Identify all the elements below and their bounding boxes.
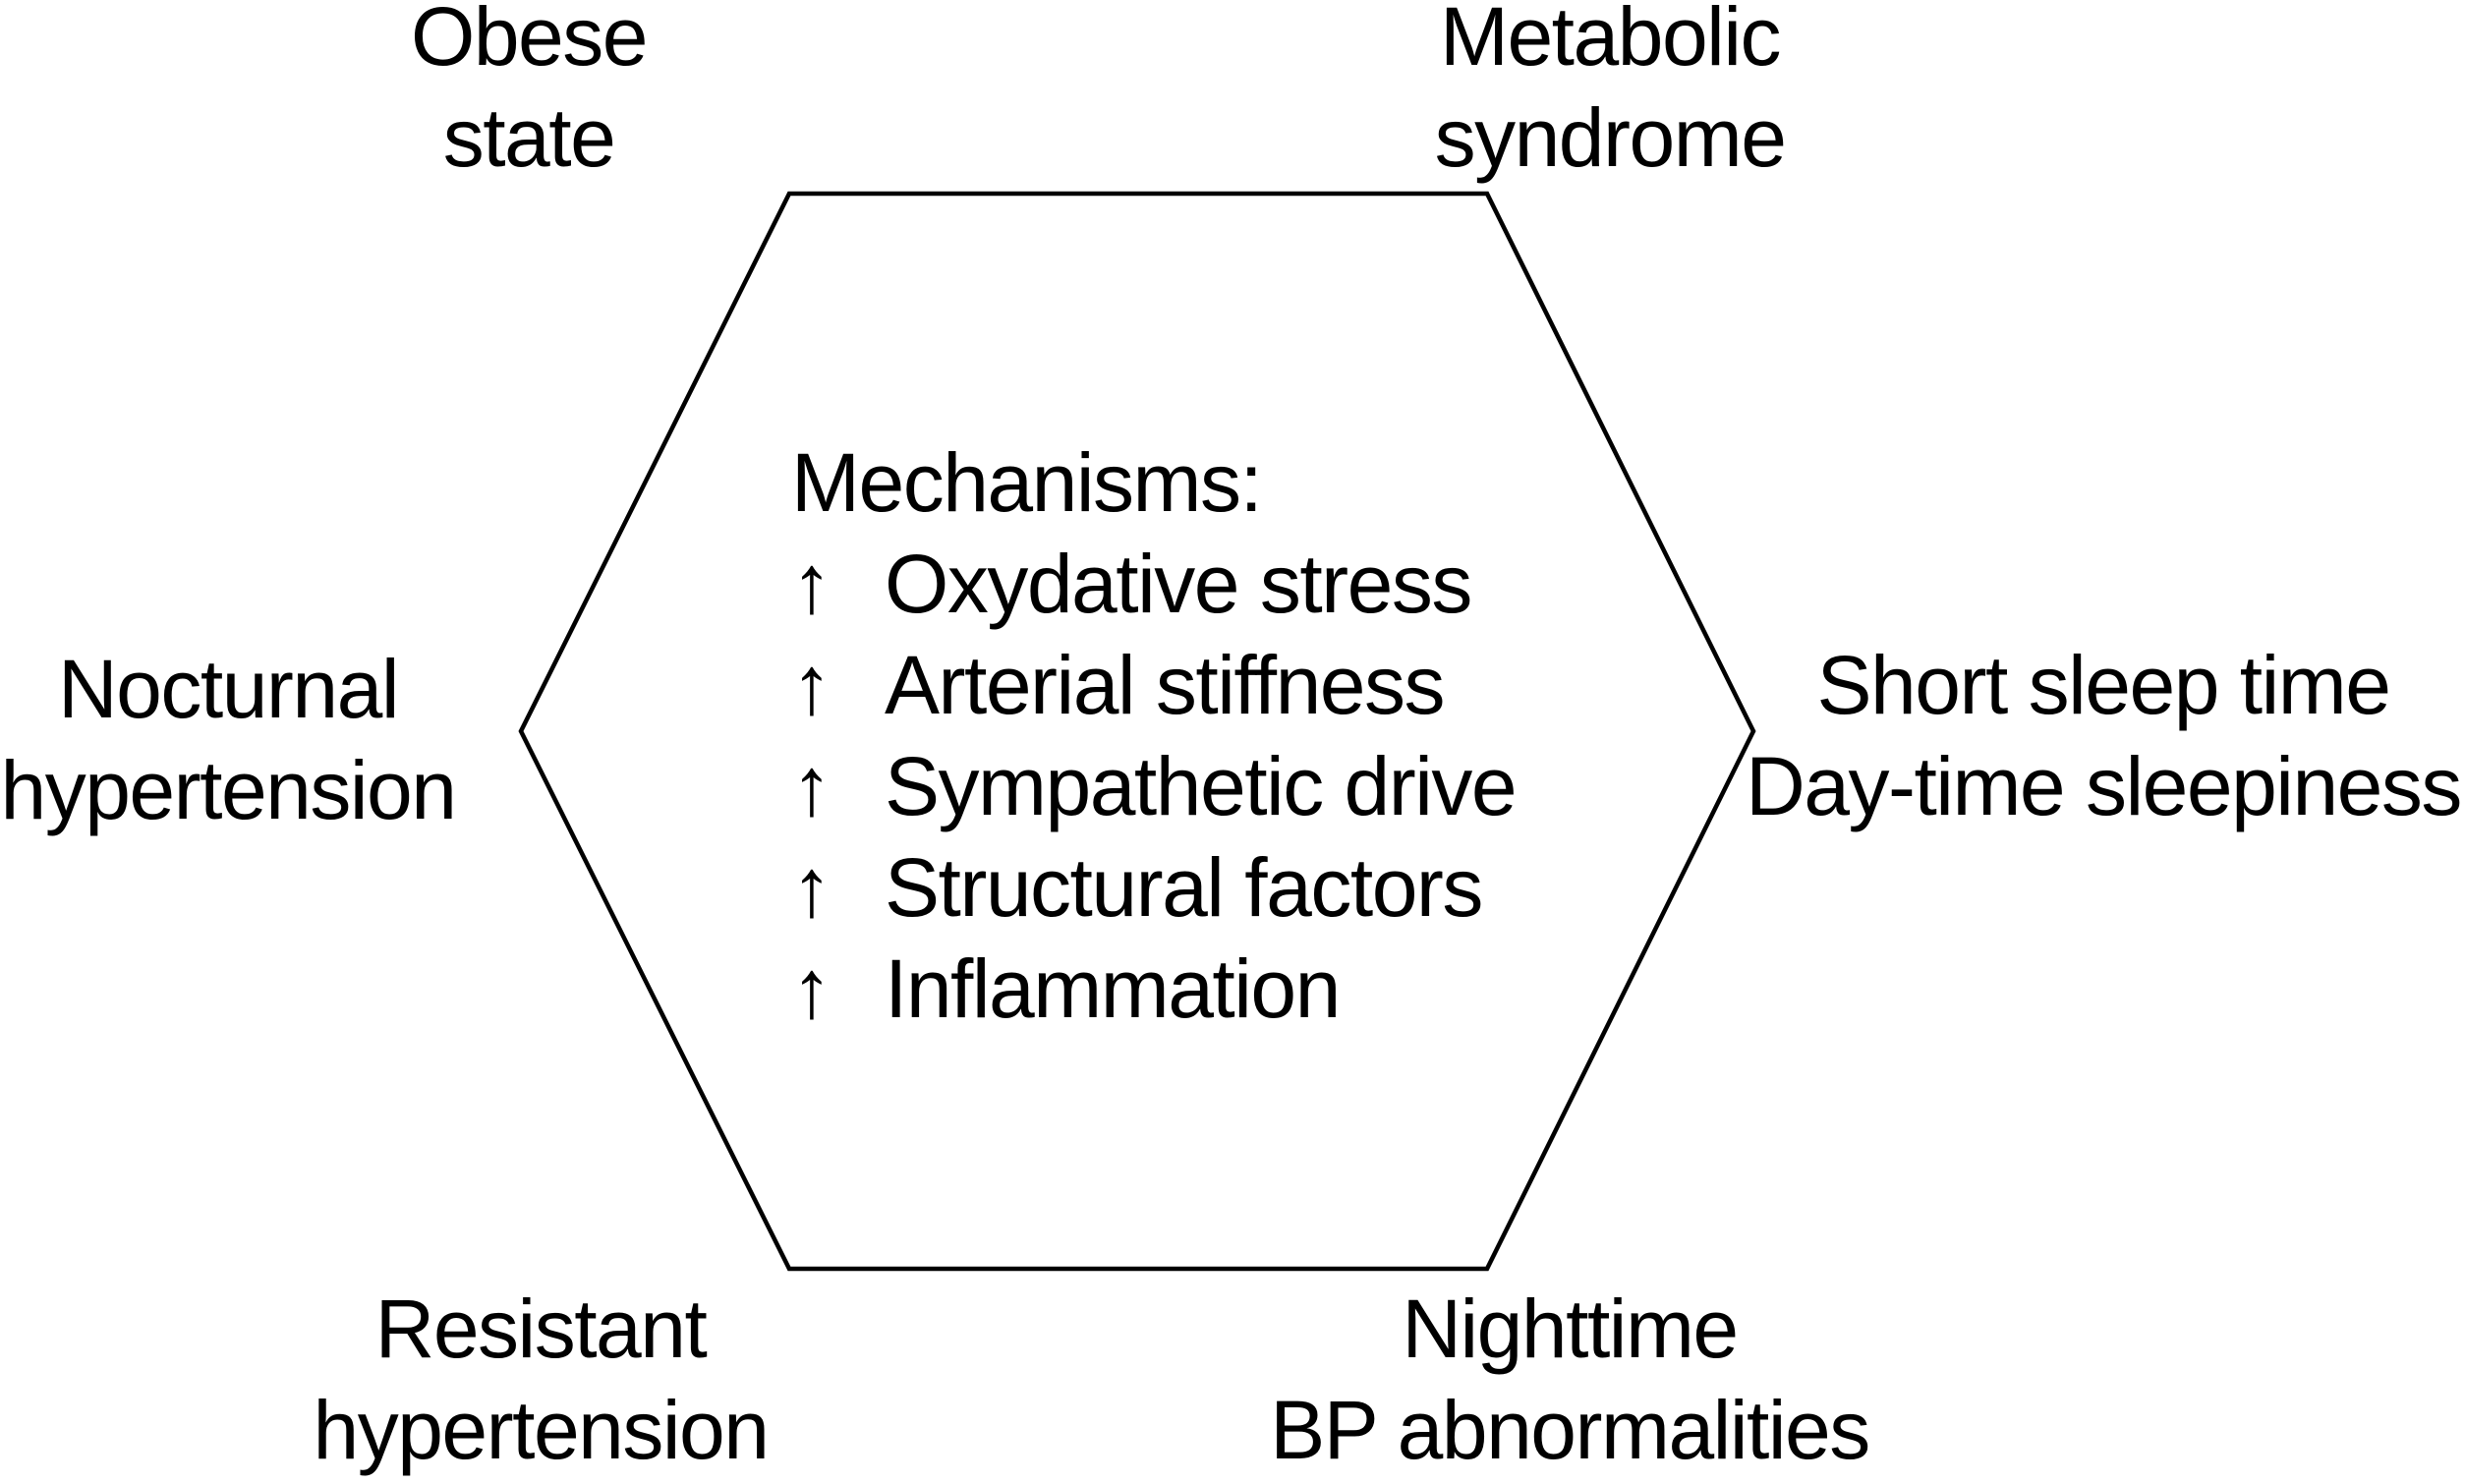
up-arrow-icon: ↑ [791, 841, 832, 934]
label-line: Resistant [374, 1283, 708, 1375]
mechanism-item: ↑ Structural factors [791, 837, 1516, 939]
label-line: syndrome [1434, 91, 1787, 184]
mechanism-item: ↑ Oxydative stress [791, 534, 1516, 635]
label-line: state [442, 91, 616, 184]
up-arrow-icon: ↑ [791, 740, 832, 832]
label-short-sleep-daytime-sleepiness: Short sleep time Day-time sleepiness [1746, 635, 2462, 837]
label-resistant-hypertension: Resistant hypertension [313, 1279, 771, 1481]
label-line: Short sleep time [1816, 639, 2391, 731]
mechanism-item: ↑ Inflammation [791, 939, 1516, 1040]
label-line: Day-time sleepiness [1746, 740, 2462, 832]
mechanism-item: ↑ Arterial stiffness [791, 635, 1516, 736]
label-line: hypertension [313, 1384, 771, 1476]
label-line: Metabolic [1439, 0, 1782, 83]
label-line: hypertension [0, 744, 458, 836]
mechanism-label: Sympathetic drive [885, 740, 1518, 832]
mechanism-item: ↑ Sympathetic drive [791, 736, 1518, 837]
mechanism-label: Arterial stiffness [885, 639, 1446, 731]
mechanism-label: Structural factors [885, 841, 1483, 934]
mechanism-label: Inflammation [885, 942, 1341, 1035]
mechanisms-title: Mechanisms: [791, 436, 1263, 529]
label-line: Obese [411, 0, 649, 83]
label-metabolic-syndrome: Metabolic syndrome [1434, 0, 1787, 189]
label-line: BP abnormalities [1270, 1384, 1870, 1476]
label-nighttime-bp-abnormalities: Nighttime BP abnormalities [1270, 1279, 1870, 1481]
label-line: Nighttime [1402, 1283, 1739, 1375]
mechanisms-block: Mechanisms: ↑ Oxydative stress ↑ Arterial … [791, 432, 1518, 1040]
label-line: Nocturnal [57, 643, 400, 735]
label-obese-state: Obese state [411, 0, 649, 189]
mechanism-label: Oxydative stress [885, 538, 1472, 630]
up-arrow-icon: ↑ [791, 942, 832, 1035]
up-arrow-icon: ↑ [791, 538, 832, 630]
label-nocturnal-hypertension: Nocturnal hypertension [0, 639, 458, 841]
up-arrow-icon: ↑ [791, 639, 832, 731]
